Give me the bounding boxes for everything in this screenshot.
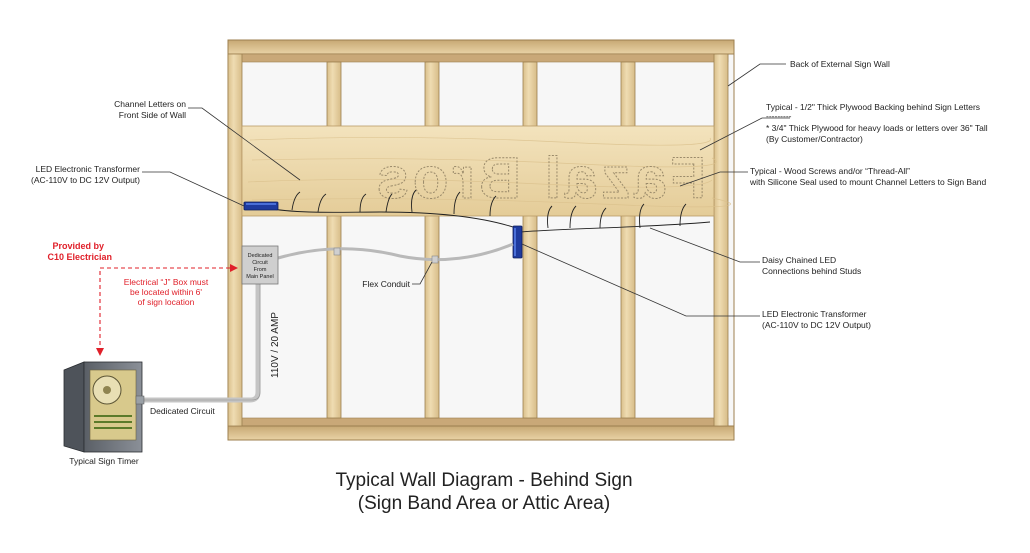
transformer-top-shine (246, 203, 276, 205)
led-wire (519, 221, 711, 233)
top-plate-inner (233, 53, 729, 63)
leader-plywood (699, 117, 790, 151)
wood-grain (247, 137, 731, 208)
leader-lines (142, 63, 790, 317)
title-line-2: (Sign Band Area or Attic Area) (358, 493, 610, 514)
leader-transformer-top (142, 171, 245, 207)
label-plywood-2: --------- (766, 111, 792, 121)
j-box-arrow-path (99, 267, 234, 352)
bottom-plate (233, 417, 729, 427)
label-channel-letters-1: Channel Letters on (114, 99, 186, 109)
label-plywood-4: (By Customer/Contractor) (766, 134, 863, 144)
flex-conduit (277, 242, 514, 262)
junction-box: Dedicated Circuit From Main Panel (241, 245, 279, 285)
bottom-plate-outer (227, 425, 735, 441)
leader-daisy-chain (649, 227, 760, 263)
label-channel-letters-2: Front Side of Wall (119, 110, 186, 120)
sign-timer (63, 361, 145, 453)
label-daisy-chain-2: Connections behind Studs (762, 266, 861, 276)
stud (326, 61, 342, 419)
junction-box-line-2: Circuit (252, 260, 268, 266)
wall-frame (227, 39, 735, 441)
stud (424, 61, 440, 419)
stud (227, 53, 243, 427)
led-wire (265, 207, 517, 229)
arrow-head-down (96, 348, 104, 356)
plywood-band: Fazal Bros (241, 125, 731, 217)
conduit-coupler (431, 255, 439, 264)
label-screws-1: Typical - Wood Screws and/or “Thread-All… (750, 166, 910, 176)
label-j-box-1: Electrical “J” Box must (124, 277, 209, 287)
stud (522, 61, 538, 419)
label-transformer-right-1: LED Electronic Transformer (762, 309, 867, 319)
label-daisy-chain-1: Daisy Chained LED (762, 255, 836, 265)
label-plywood-3: * 3/4" Thick Plywood for heavy loads or … (766, 123, 988, 133)
label-transformer-top-2: (AC-110V to DC 12V Output) (31, 175, 140, 185)
label-transformer-top-1: LED Electronic Transformer (36, 164, 141, 174)
label-screws-2: with Silicone Seal used to mount Channel… (749, 177, 987, 187)
dedicated-circuit-conduit-edge (142, 284, 261, 401)
transformer-right-shine (514, 228, 516, 256)
stud (713, 53, 729, 427)
transformer-right (512, 225, 523, 259)
leader-transformer-right (521, 243, 760, 317)
label-amp: 110V / 20 AMP (270, 312, 281, 378)
label-sign-timer: Typical Sign Timer (69, 456, 139, 466)
junction-box-line-3: From (254, 267, 267, 273)
label-j-box-3: of sign location (138, 297, 195, 307)
junction-box-line-1: Dedicated (248, 253, 273, 259)
timer-terminals (94, 415, 132, 429)
label-flex-conduit: Flex Conduit (362, 279, 410, 289)
label-dedicated-circuit: Dedicated Circuit (150, 406, 215, 416)
top-plate (227, 39, 735, 55)
wall-back-outline (227, 39, 735, 441)
diagram-title: Typical Wall Diagram - Behind Sign (Sign… (335, 470, 632, 514)
title-line-1: Typical Wall Diagram - Behind Sign (335, 470, 632, 491)
leader-channel-letters (188, 107, 301, 181)
junction-box-line-4: Main Panel (246, 274, 274, 280)
label-provided-by-1: Provided by (52, 241, 104, 251)
conduits (140, 242, 514, 403)
timer-knockout (135, 395, 145, 405)
labels: Back of External Sign Wall Channel Lette… (31, 59, 988, 466)
label-plywood-1: Typical - 1/2" Thick Plywood Backing beh… (766, 102, 980, 112)
j-box-arrow (99, 267, 234, 352)
leader-screws (679, 171, 748, 187)
arrow-head-right (230, 264, 238, 272)
junction-box-body (241, 245, 279, 285)
label-transformer-right-2: (AC-110V to DC 12V Output) (762, 320, 871, 330)
led-wire-drop (291, 189, 687, 229)
timer-door (63, 361, 85, 453)
conduit-coupler (333, 247, 341, 256)
timer-dial-center (103, 386, 111, 394)
label-back-wall: Back of External Sign Wall (790, 59, 890, 69)
transformer-top (243, 201, 279, 211)
led-wiring (265, 189, 711, 233)
stud (620, 61, 636, 419)
label-j-box-2: be located within 6' (130, 287, 202, 297)
leader-flex-conduit (412, 261, 433, 285)
leader-back-wall (727, 63, 786, 87)
label-provided-by-2: C10 Electrician (47, 252, 112, 262)
channel-letters-sign: Fazal Bros (373, 146, 706, 211)
